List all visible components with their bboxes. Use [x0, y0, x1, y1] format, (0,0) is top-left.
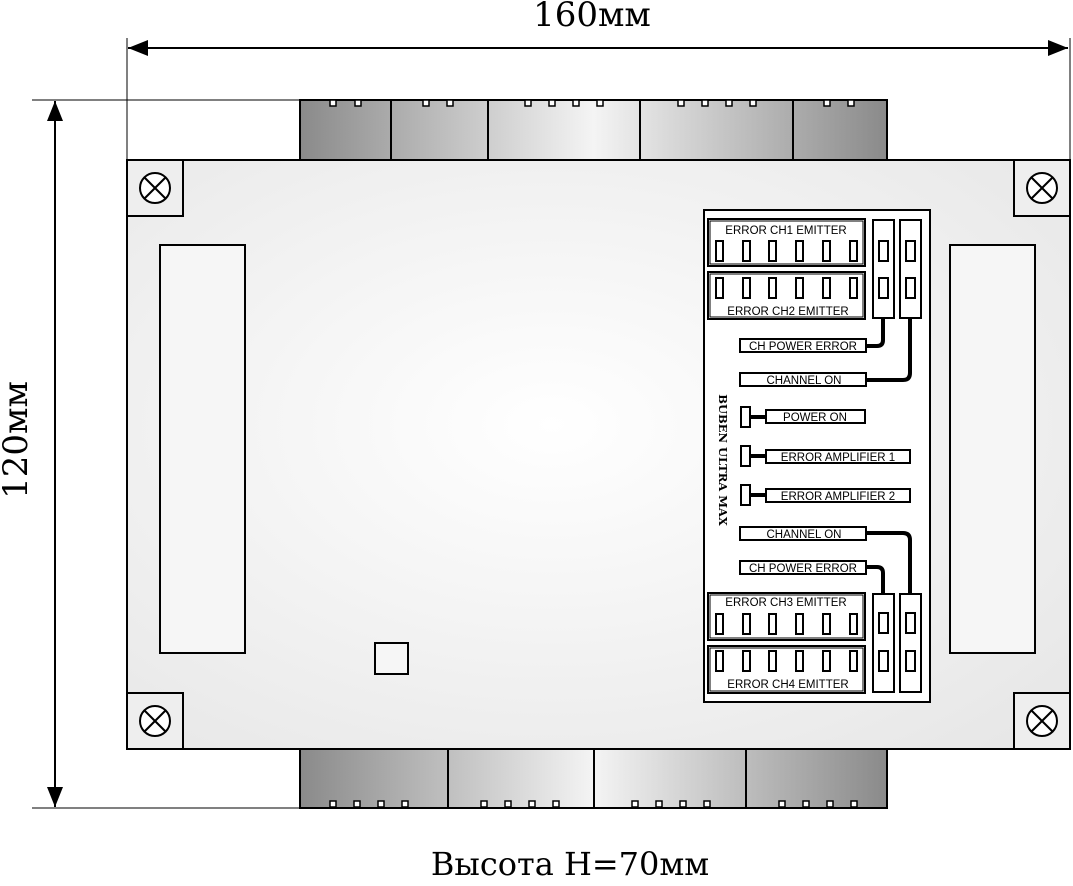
ch-power-error-top: CH POWER ERROR	[739, 338, 867, 353]
screw-bottom-left-icon	[126, 692, 184, 750]
width-label: 160мм	[533, 0, 651, 35]
ch3-emitter-block: ERROR CH3 EMITTER	[707, 592, 866, 641]
bottom-led-column-left	[872, 593, 895, 693]
indicator-panel: BUBEN ULTRA MAX ERROR CH1 EMITTER ERROR …	[703, 209, 931, 703]
screw-bottom-right-icon	[1013, 692, 1071, 750]
error-ch3-label: ERROR CH3 EMITTER	[725, 597, 846, 609]
depth-caption: Высота H=70мм	[431, 845, 709, 883]
screw-top-right-icon	[1013, 159, 1071, 217]
height-dimension: 120мм	[0, 99, 300, 809]
ch1-emitter-block: ERROR CH1 EMITTER	[707, 218, 866, 267]
screw-top-left-icon	[126, 159, 184, 217]
channel-on-bottom-label: CHANNEL ON	[767, 529, 842, 541]
power-on-indicator: POWER ON	[740, 406, 866, 428]
error-ch4-label: ERROR CH4 EMITTER	[727, 679, 848, 691]
channel-on-bottom: CHANNEL ON	[739, 526, 867, 541]
power-on-label: POWER ON	[783, 412, 847, 424]
width-dimension: 160мм	[126, 0, 1071, 160]
right-side-panel	[949, 244, 1036, 654]
channel-on-top: CHANNEL ON	[739, 372, 867, 387]
error-ch1-label: ERROR CH1 EMITTER	[725, 225, 846, 237]
error-amplifier-2-indicator: ERROR AMPLIFIER 2	[740, 484, 911, 506]
channel-on-top-label: CHANNEL ON	[767, 375, 842, 387]
ch2-emitter-block: ERROR CH2 EMITTER	[707, 271, 866, 320]
ch-power-error-bottom-label: CH POWER ERROR	[749, 563, 857, 575]
ch-power-error-top-label: CH POWER ERROR	[749, 341, 857, 353]
top-led-column-right	[899, 219, 922, 319]
error-amplifier-1-indicator: ERROR AMPLIFIER 1	[740, 445, 911, 467]
top-connectors	[299, 99, 888, 161]
top-led-column-left	[872, 219, 895, 319]
left-side-panel	[159, 244, 246, 654]
error-amplifier-1-label: ERROR AMPLIFIER 1	[781, 452, 895, 464]
small-square	[374, 642, 409, 675]
ch-power-error-bottom: CH POWER ERROR	[739, 560, 867, 575]
ch4-emitter-block: ERROR CH4 EMITTER	[707, 645, 866, 694]
height-label: 120мм	[0, 381, 36, 499]
error-ch2-label: ERROR CH2 EMITTER	[727, 306, 848, 318]
bottom-connectors	[299, 748, 888, 809]
bottom-led-column-right	[899, 593, 922, 693]
error-amplifier-2-label: ERROR AMPLIFIER 2	[781, 491, 895, 503]
brand-label: BUBEN ULTRA MAX	[716, 394, 730, 526]
